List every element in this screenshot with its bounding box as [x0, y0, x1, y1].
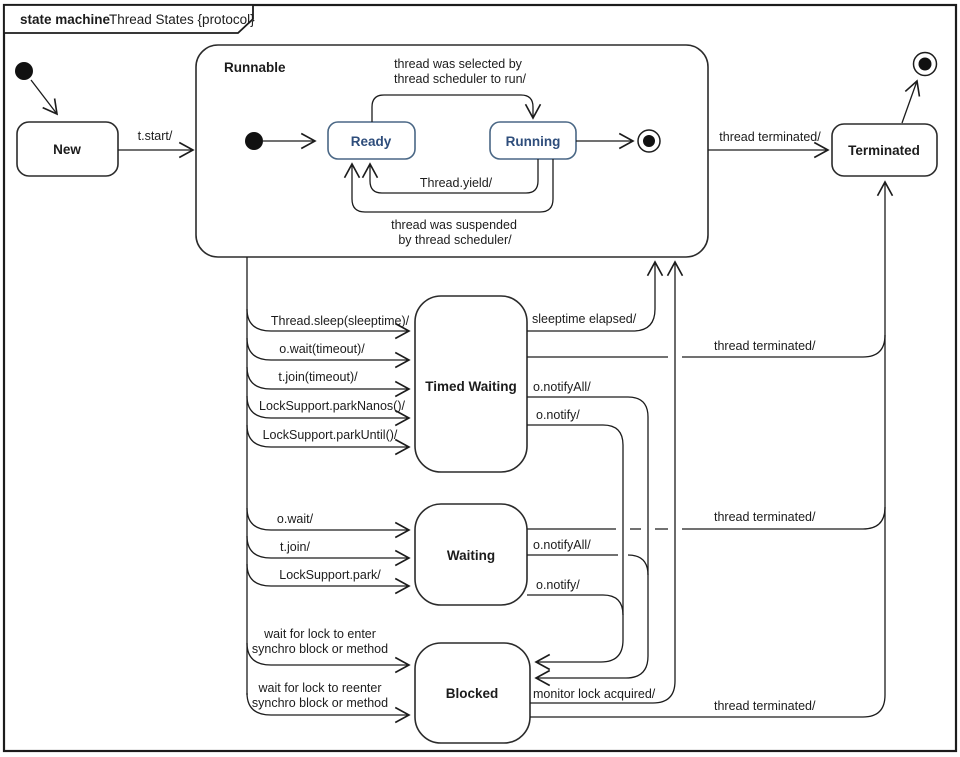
label-yield: Thread.yield/ [420, 176, 493, 190]
label-sleep: Thread.sleep(sleeptime)/ [271, 314, 410, 328]
state-blocked-label: Blocked [446, 686, 499, 701]
transition-tw-notify [527, 424, 624, 671]
label-wait-reenter-2: synchro block or method [252, 696, 388, 710]
label-t-join: t.join/ [280, 540, 310, 554]
state-waiting-label: Waiting [447, 548, 495, 563]
label-sleeptime-elapsed: sleeptime elapsed/ [532, 312, 637, 326]
state-ready-label: Ready [351, 134, 392, 149]
transition-o-wait [246, 507, 411, 539]
state-terminated [831, 123, 938, 177]
label-o-wait: o.wait/ [277, 512, 314, 526]
transition-blocked-terminated [530, 180, 894, 718]
state-timed-waiting [414, 295, 528, 473]
label-wait-timeout: o.wait(timeout)/ [279, 342, 365, 356]
label-thread-terminated-waiting: thread terminated/ [714, 510, 816, 524]
transition-ready-to-running [371, 94, 542, 122]
label-join-timeout: t.join(timeout)/ [278, 370, 358, 384]
label-suspended-2: by thread scheduler/ [398, 233, 512, 247]
transition-park [246, 563, 411, 595]
transition-tw-notifyall [527, 396, 649, 687]
label-waiting-notifyall: o.notifyAll/ [533, 538, 591, 552]
label-waiting-notify: o.notify/ [536, 578, 580, 592]
transition-running-yield [361, 159, 539, 194]
state-blocked [414, 642, 531, 744]
label-selected-1: thread was selected by [394, 57, 523, 71]
transition-sleeptime-elapsed [527, 260, 664, 332]
transition-park-nanos [246, 395, 411, 427]
state-runnable [195, 44, 709, 258]
transition-waiting-terminated [527, 506, 886, 530]
state-running-label: Running [506, 134, 561, 149]
state-new-label: New [53, 142, 81, 157]
label-tw-notifyall: o.notifyAll/ [533, 380, 591, 394]
frame-keyword: state machine [20, 12, 111, 27]
state-new [16, 121, 119, 177]
transition-join-timeout [246, 366, 411, 398]
runnable-initial-state [245, 132, 263, 150]
label-thread-terminated-blocked: thread terminated/ [714, 699, 816, 713]
label-park-until: LockSupport.parkUntil()/ [263, 428, 398, 442]
label-t-start: t.start/ [138, 129, 173, 143]
final-state-dot [918, 57, 932, 71]
frame-title-tab [3, 4, 254, 34]
transition-wait-enter [246, 642, 411, 674]
label-wait-reenter-1: wait for lock to reenter [258, 681, 382, 695]
transition-wait-reenter [246, 692, 411, 724]
label-suspended-1: thread was suspended [391, 218, 517, 232]
transition-terminated-to-final [901, 79, 921, 124]
transition-t-join [246, 535, 411, 567]
state-runnable-label: Runnable [224, 60, 286, 75]
transition-sleep [246, 308, 411, 340]
transition-initial-to-new [30, 79, 59, 116]
label-park: LockSupport.park/ [279, 568, 381, 582]
transition-monitor-acquired [530, 260, 684, 704]
runnable-final-state-dot [643, 135, 655, 147]
label-thread-terminated-top: thread terminated/ [719, 130, 821, 144]
label-thread-terminated-tw: thread terminated/ [714, 339, 816, 353]
initial-state [15, 62, 33, 80]
transition-running-suspended [343, 159, 554, 213]
label-monitor-acquired: monitor lock acquired/ [533, 687, 656, 701]
label-tw-notify: o.notify/ [536, 408, 580, 422]
transition-waiting-notifyall [527, 554, 649, 576]
runnable-final-state [637, 129, 661, 153]
label-wait-enter-1: wait for lock to enter [263, 627, 376, 641]
transition-park-until [246, 424, 411, 456]
label-selected-2: thread scheduler to run/ [394, 72, 527, 86]
frame-title: Thread States {protocol} [109, 12, 255, 27]
label-wait-enter-2: synchro block or method [252, 642, 388, 656]
state-timed-waiting-label: Timed Waiting [425, 379, 517, 394]
state-terminated-label: Terminated [848, 143, 920, 158]
final-state [912, 51, 938, 77]
transition-waiting-notify [527, 594, 624, 616]
transition-wait-timeout [246, 337, 411, 369]
label-park-nanos: LockSupport.parkNanos()/ [259, 399, 405, 413]
